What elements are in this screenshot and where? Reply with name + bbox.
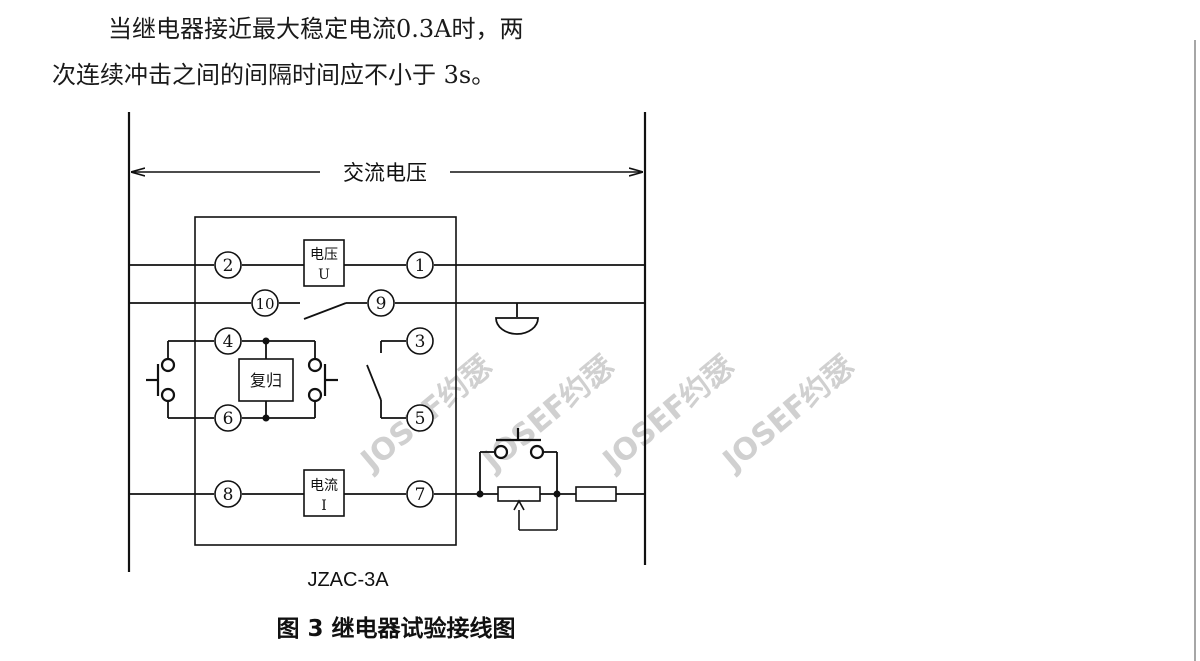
rheostat <box>497 486 541 502</box>
current-coil-symbol: I <box>321 498 327 514</box>
reset-coil-box <box>238 358 294 402</box>
terminal-5 <box>406 404 434 432</box>
contact-10-9 <box>303 302 347 320</box>
voltage-coil-box <box>303 239 345 287</box>
terminal-9 <box>367 289 395 317</box>
paragraph-line-2: 次连续冲击之间的间隔时间应不小于 3s。 <box>52 61 496 89</box>
current-coil-box <box>303 469 345 517</box>
terminal-10 <box>251 289 279 317</box>
voltage-coil-symbol: U <box>318 267 330 283</box>
reset-coil-label: 复归 <box>250 371 282 390</box>
terminal-4 <box>214 327 242 355</box>
terminal-label: 5 <box>415 409 426 429</box>
terminal-label: 7 <box>415 485 426 505</box>
terminal-3 <box>406 327 434 355</box>
device-model-label: JZAC-3A <box>307 569 389 591</box>
voltage-coil-label: 电压 <box>310 247 338 263</box>
terminal-label: 2 <box>223 256 234 276</box>
terminal-label: 1 <box>415 256 426 276</box>
terminal-label: 10 <box>255 295 274 313</box>
watermark: JOSEF约瑟 <box>475 349 621 479</box>
terminal-label: 8 <box>223 485 234 505</box>
contact-3-5 <box>366 364 382 401</box>
watermark: JOSEF约瑟 <box>595 349 741 479</box>
relay-housing <box>194 216 457 546</box>
terminal-label: 3 <box>415 332 426 352</box>
terminal-6 <box>214 404 242 432</box>
bell-icon <box>495 317 539 335</box>
current-coil-label: 电流 <box>310 478 338 494</box>
figure-caption: 图 3 继电器试验接线图 <box>276 615 515 642</box>
terminal-1 <box>406 251 434 279</box>
ac-voltage-label: 交流电压 <box>343 161 427 185</box>
fixed-resistor <box>575 486 617 502</box>
terminal-7 <box>406 480 434 508</box>
watermark: JOSEF约瑟 <box>715 349 861 479</box>
terminal-label: 9 <box>376 294 387 314</box>
terminal-label: 6 <box>223 409 234 429</box>
paragraph-line-1: 当继电器接近最大稳定电流0.3A时，两 <box>108 15 524 43</box>
terminal-label: 4 <box>223 332 234 352</box>
terminal-2 <box>214 251 242 279</box>
terminal-8 <box>214 480 242 508</box>
